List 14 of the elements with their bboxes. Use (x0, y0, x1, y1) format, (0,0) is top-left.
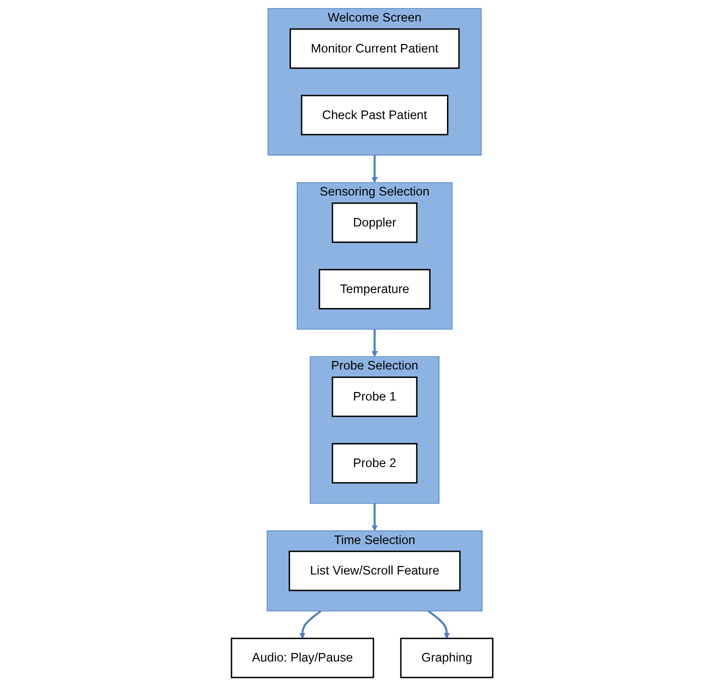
arrow (372, 503, 378, 532)
node-box: Check Past Patient (300, 94, 448, 136)
node-box: Graphing (400, 638, 494, 678)
node-box: Temperature (318, 268, 430, 310)
arrow (428, 610, 450, 639)
node-box: Doppler (332, 202, 418, 243)
node-box: Monitor Current Patient (289, 28, 460, 69)
arrow (372, 329, 378, 357)
node-box: Audio: Play/Pause (230, 638, 374, 678)
arrow (299, 610, 322, 639)
arrow (372, 155, 378, 183)
node-box: List View/Scroll Feature (288, 550, 460, 592)
node-box: Probe 1 (332, 376, 418, 418)
node-box: Probe 2 (332, 443, 418, 484)
